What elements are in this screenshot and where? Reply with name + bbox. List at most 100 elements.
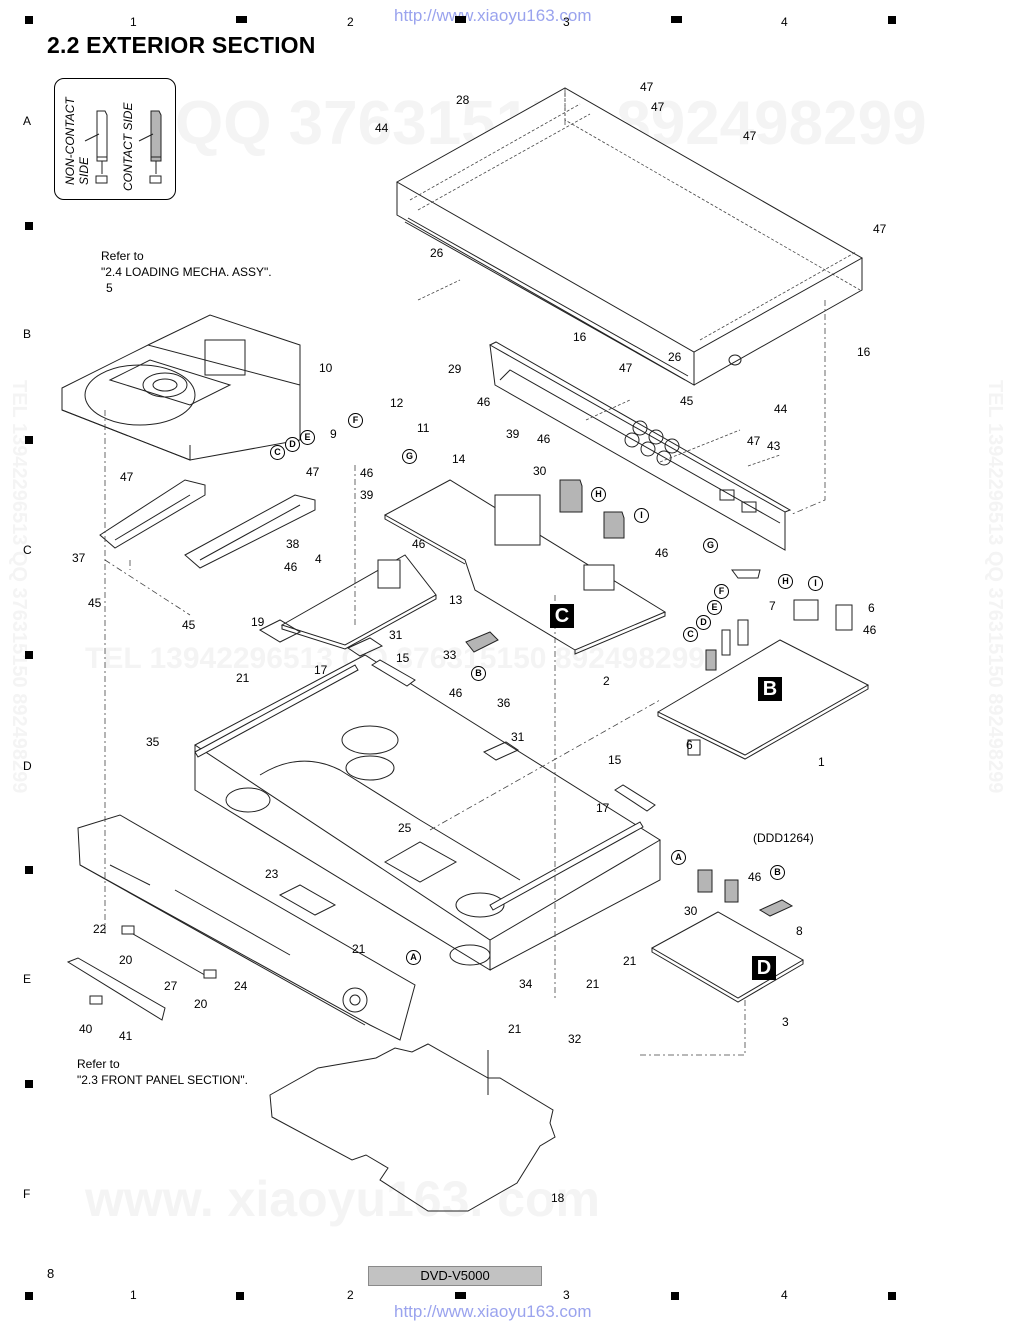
non-contact-cable-icon: [96, 110, 108, 162]
sheet-part-23: [278, 884, 337, 916]
part-label: 30: [684, 904, 698, 918]
part-label: 47: [747, 434, 761, 448]
part-label: 46: [449, 686, 463, 700]
connector-ref-e-board-b: E: [707, 600, 722, 615]
part-label: 44: [774, 402, 788, 416]
part-label: 22: [93, 922, 107, 936]
part-label: 16: [573, 330, 587, 344]
board-part-4: [280, 554, 437, 646]
part-label: 33: [443, 648, 457, 662]
flat-cable-a-ddd1264: [697, 869, 713, 893]
flat-cable-7: [793, 599, 819, 621]
part-label: 46: [537, 432, 551, 446]
connector-ref-c-board-b: C: [683, 627, 698, 642]
part-label: 39: [360, 488, 374, 502]
column-number: 1: [130, 1288, 137, 1302]
part-label: 37: [72, 551, 86, 565]
connector-ref-f: F: [348, 413, 363, 428]
registration-mark: [236, 16, 247, 23]
connector-ref-d: D: [285, 437, 300, 452]
sheet-part-40: [89, 995, 103, 1005]
registration-mark: [671, 1292, 679, 1300]
registration-mark: [455, 1292, 466, 1299]
rear-panel-part-29: [489, 341, 792, 551]
part-label: 8: [796, 924, 803, 938]
connector-ref-b-upper: B: [471, 666, 486, 681]
part-label: 46: [284, 560, 298, 574]
connector-icon: [95, 175, 108, 184]
connector-icon: [149, 175, 162, 184]
part-label: 32: [568, 1032, 582, 1046]
part-code-ddd1264: (DDD1264): [753, 831, 814, 845]
connector-ref-i: I: [634, 508, 649, 523]
sheet-part-31-lower: [482, 741, 520, 761]
registration-mark: [455, 16, 466, 23]
connector-ref-g: G: [402, 449, 417, 464]
part-label: 46: [360, 466, 374, 480]
part-label: 39: [506, 427, 520, 441]
connector-block: [377, 559, 401, 589]
part-label: 25: [398, 821, 412, 835]
part-label: 21: [586, 977, 600, 991]
part-label: 38: [286, 537, 300, 551]
column-number: 3: [563, 15, 570, 29]
part-label: 15: [396, 651, 410, 665]
part-label: 23: [265, 867, 279, 881]
part-label: 46: [477, 395, 491, 409]
bottom-sheet-part-18: [269, 1043, 556, 1212]
registration-mark: [888, 1292, 896, 1300]
loading-mecha-note-line2: "2.4 LOADING MECHA. ASSY".: [101, 265, 272, 279]
part-label: 26: [668, 350, 682, 364]
part-label: 11: [417, 421, 430, 435]
registration-mark: [671, 16, 682, 23]
connector-ref-b-board-d: B: [770, 865, 785, 880]
registration-mark: [25, 16, 33, 24]
column-number: 2: [347, 1288, 354, 1302]
part-label: 43: [767, 439, 781, 453]
part-label: 1: [818, 755, 825, 769]
flat-cable-h: [559, 479, 583, 513]
registration-mark: [25, 651, 33, 659]
rail-part-17-upper: [194, 664, 359, 758]
part-label: 47: [651, 100, 665, 114]
part-label: 24: [234, 979, 248, 993]
part-label: 15: [608, 753, 622, 767]
board-part-3-d: [650, 911, 805, 999]
label-part-25: [383, 841, 458, 883]
registration-mark: [888, 16, 896, 24]
front-panel-note-line2: "2.3 FRONT PANEL SECTION".: [77, 1073, 248, 1087]
connector-ref-e: E: [300, 430, 315, 445]
part-label: 47: [120, 470, 134, 484]
registration-mark: [25, 1080, 33, 1088]
board-tag-b: B: [758, 677, 782, 701]
watermark-url-bottom: www. xiaoyu163. com: [85, 1171, 601, 1227]
sheet-part-31-upper: [346, 637, 384, 657]
row-letter: B: [23, 327, 32, 341]
part-label: 46: [412, 537, 426, 551]
connector-ref-a-front: A: [406, 950, 421, 965]
flat-cable-b: [465, 631, 499, 653]
footer-url-watermark[interactable]: http://www.xiaoyu163.com: [394, 1302, 592, 1321]
part-label: 14: [452, 452, 466, 466]
part-label: 17: [314, 663, 328, 677]
connector-ref-h: H: [591, 487, 606, 502]
column-number: 2: [347, 15, 354, 29]
part-label: 21: [352, 942, 366, 956]
connector-ref-d-board-b: D: [696, 615, 711, 630]
holder-part-24: [203, 969, 217, 979]
part-label: 29: [448, 362, 462, 376]
connector-ref-g-board-b: G: [703, 538, 718, 553]
part-label: 21: [623, 954, 637, 968]
part-label: 44: [375, 121, 389, 135]
part-label: 31: [389, 628, 403, 642]
connector-ref-c: C: [270, 445, 285, 460]
part-label: 7: [769, 599, 776, 613]
part-label: 45: [88, 596, 102, 610]
loading-mecha-note-line1: Refer to: [101, 249, 144, 263]
rail-part-17-lower: [489, 821, 644, 911]
spacer-part-15-lower: [614, 784, 656, 812]
part-label: 3: [782, 1015, 789, 1029]
part-label: 47: [743, 129, 757, 143]
header-url-watermark[interactable]: http://www.xiaoyu163.com: [394, 6, 592, 25]
